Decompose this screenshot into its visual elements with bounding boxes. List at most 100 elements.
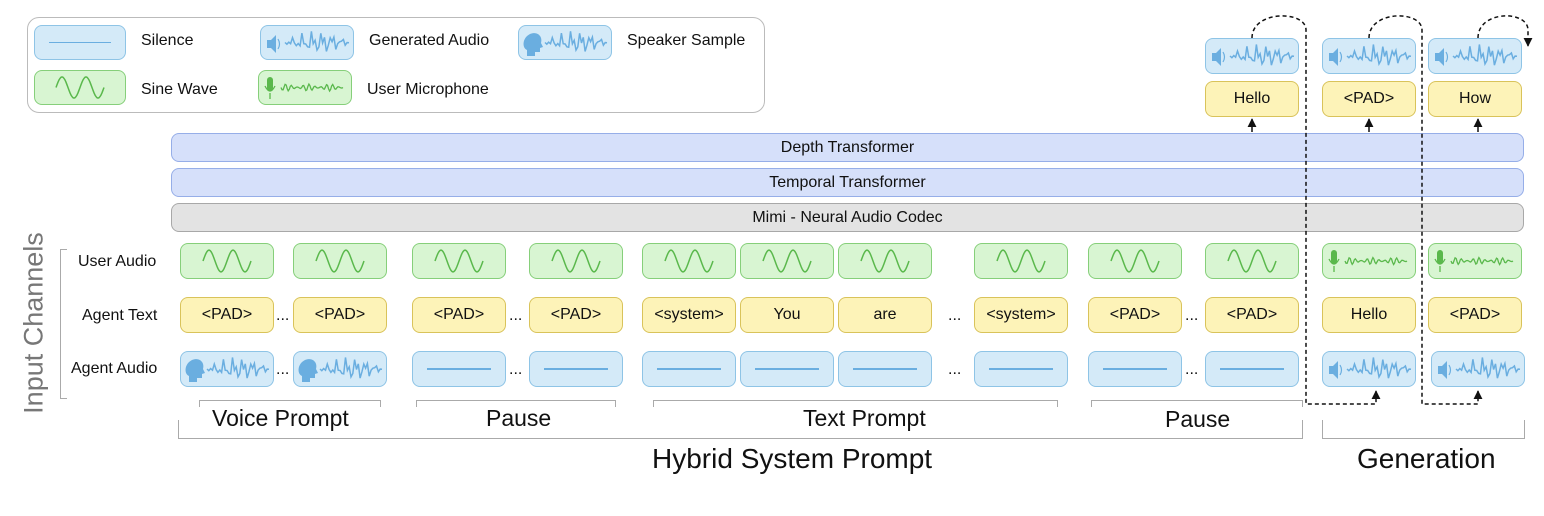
- bracket-pause-1: [416, 400, 616, 407]
- output-generated-audio-3: [1428, 38, 1522, 74]
- output-token-pad: <PAD>: [1322, 81, 1416, 117]
- legend-user-microphone-tile: [258, 70, 352, 105]
- sine-wave-icon: [315, 249, 365, 273]
- ellipsis: ...: [509, 307, 523, 324]
- generated-audio-icon: [1212, 44, 1295, 67]
- head-icon: [185, 359, 205, 382]
- generated-audio-icon: [267, 31, 350, 53]
- user-audio-sine: [529, 243, 623, 279]
- channels-bracket: [60, 249, 67, 399]
- sine-wave-icon: [664, 249, 714, 273]
- agent-text-system: <system>: [974, 297, 1068, 333]
- bracket-voice-prompt: [199, 400, 381, 407]
- user-microphone-icon: [1328, 250, 1408, 272]
- agent-audio-speaker-sample: [180, 351, 274, 387]
- row-label-user-audio: User Audio: [78, 253, 157, 270]
- legend-box: Silence Generated Audio Speaker Sample S…: [27, 17, 765, 113]
- generated-audio-icon: [1435, 44, 1518, 67]
- bracket-pause-2: [1091, 400, 1303, 407]
- user-microphone-icon: [264, 77, 344, 99]
- sine-wave-icon: [1227, 249, 1277, 273]
- agent-text-hello: Hello: [1322, 297, 1416, 333]
- silence-line-icon: [989, 368, 1053, 370]
- feedback-arrow-1: [1251, 15, 1381, 405]
- sine-wave-icon: [860, 249, 910, 273]
- head-icon: [298, 359, 318, 382]
- user-audio-sine: [642, 243, 736, 279]
- user-audio-sine: [1088, 243, 1182, 279]
- ellipsis: ...: [1185, 307, 1199, 324]
- agent-text-system: <system>: [642, 297, 736, 333]
- section-pause-2: Pause: [1165, 406, 1231, 432]
- agent-text-pad: <PAD>: [1205, 297, 1299, 333]
- speaker-sample-icon: [185, 357, 270, 382]
- agent-audio-generated: [1431, 351, 1525, 387]
- user-audio-sine: [838, 243, 932, 279]
- row-label-agent-text: Agent Text: [82, 307, 158, 324]
- user-audio-sine: [740, 243, 834, 279]
- legend-speaker-sample-label: Speaker Sample: [627, 32, 746, 49]
- legend-user-microphone-label: User Microphone: [367, 81, 489, 98]
- speaker-icon: [267, 35, 281, 53]
- silence-line-icon: [544, 368, 608, 370]
- silence-line-icon: [427, 368, 491, 370]
- ellipsis: ...: [948, 361, 962, 378]
- agent-audio-silence: [740, 351, 834, 387]
- agent-audio-generated: [1322, 351, 1416, 387]
- ellipsis: ...: [509, 361, 523, 378]
- user-audio-mic: [1428, 243, 1522, 279]
- legend-silence-label: Silence: [141, 32, 194, 49]
- sine-wave-icon: [55, 76, 105, 99]
- depth-transformer-bar: Depth Transformer: [171, 133, 1524, 162]
- ellipsis: ...: [276, 307, 290, 324]
- sine-wave-icon: [762, 249, 812, 273]
- agent-text-are: are: [838, 297, 932, 333]
- bracket-text-prompt: [653, 400, 1058, 407]
- silence-line-icon: [657, 368, 721, 370]
- head-icon: [523, 33, 543, 56]
- agent-audio-speaker-sample: [293, 351, 387, 387]
- bracket-generation: [1322, 420, 1525, 439]
- user-audio-sine: [412, 243, 506, 279]
- mimi-codec-bar: Mimi - Neural Audio Codec: [171, 203, 1524, 232]
- silence-line-icon: [1103, 368, 1167, 370]
- section-voice-prompt: Voice Prompt: [212, 405, 349, 431]
- row-label-agent-audio: Agent Audio: [71, 360, 158, 377]
- speaker-icon: [1435, 48, 1449, 66]
- agent-text-pad: <PAD>: [412, 297, 506, 333]
- user-audio-sine: [974, 243, 1068, 279]
- legend-silence-tile: [34, 25, 126, 60]
- agent-text-pad: <PAD>: [1428, 297, 1522, 333]
- generated-audio-icon: [1329, 44, 1412, 67]
- output-generated-audio-2: [1322, 38, 1416, 74]
- agent-audio-silence: [1205, 351, 1299, 387]
- microphone-icon: [1328, 250, 1340, 272]
- agent-audio-silence: [642, 351, 736, 387]
- legend-speaker-sample-tile: [518, 25, 612, 60]
- agent-audio-silence: [1088, 351, 1182, 387]
- agent-text-you: You: [740, 297, 834, 333]
- ellipsis: ...: [1185, 361, 1199, 378]
- output-token-how: How: [1428, 81, 1522, 117]
- agent-text-pad: <PAD>: [293, 297, 387, 333]
- label-hybrid-system-prompt: Hybrid System Prompt: [652, 443, 933, 474]
- temporal-transformer-bar: Temporal Transformer: [171, 168, 1524, 197]
- speaker-icon: [1329, 48, 1343, 66]
- agent-audio-silence: [974, 351, 1068, 387]
- agent-text-pad: <PAD>: [180, 297, 274, 333]
- user-audio-sine: [1205, 243, 1299, 279]
- microphone-icon: [1434, 250, 1446, 272]
- user-audio-sine: [293, 243, 387, 279]
- speaker-icon: [1329, 361, 1343, 379]
- agent-audio-silence: [838, 351, 932, 387]
- legend-sine-wave-tile: [34, 70, 126, 105]
- silence-line-icon: [853, 368, 917, 370]
- feedback-arrow-2: [1368, 15, 1483, 405]
- speaker-icon: [1438, 361, 1452, 379]
- user-audio-mic: [1322, 243, 1416, 279]
- output-generated-audio-1: [1205, 38, 1299, 74]
- speaker-icon: [1212, 48, 1226, 66]
- sine-wave-icon: [202, 249, 252, 273]
- generated-audio-icon: [1329, 357, 1412, 380]
